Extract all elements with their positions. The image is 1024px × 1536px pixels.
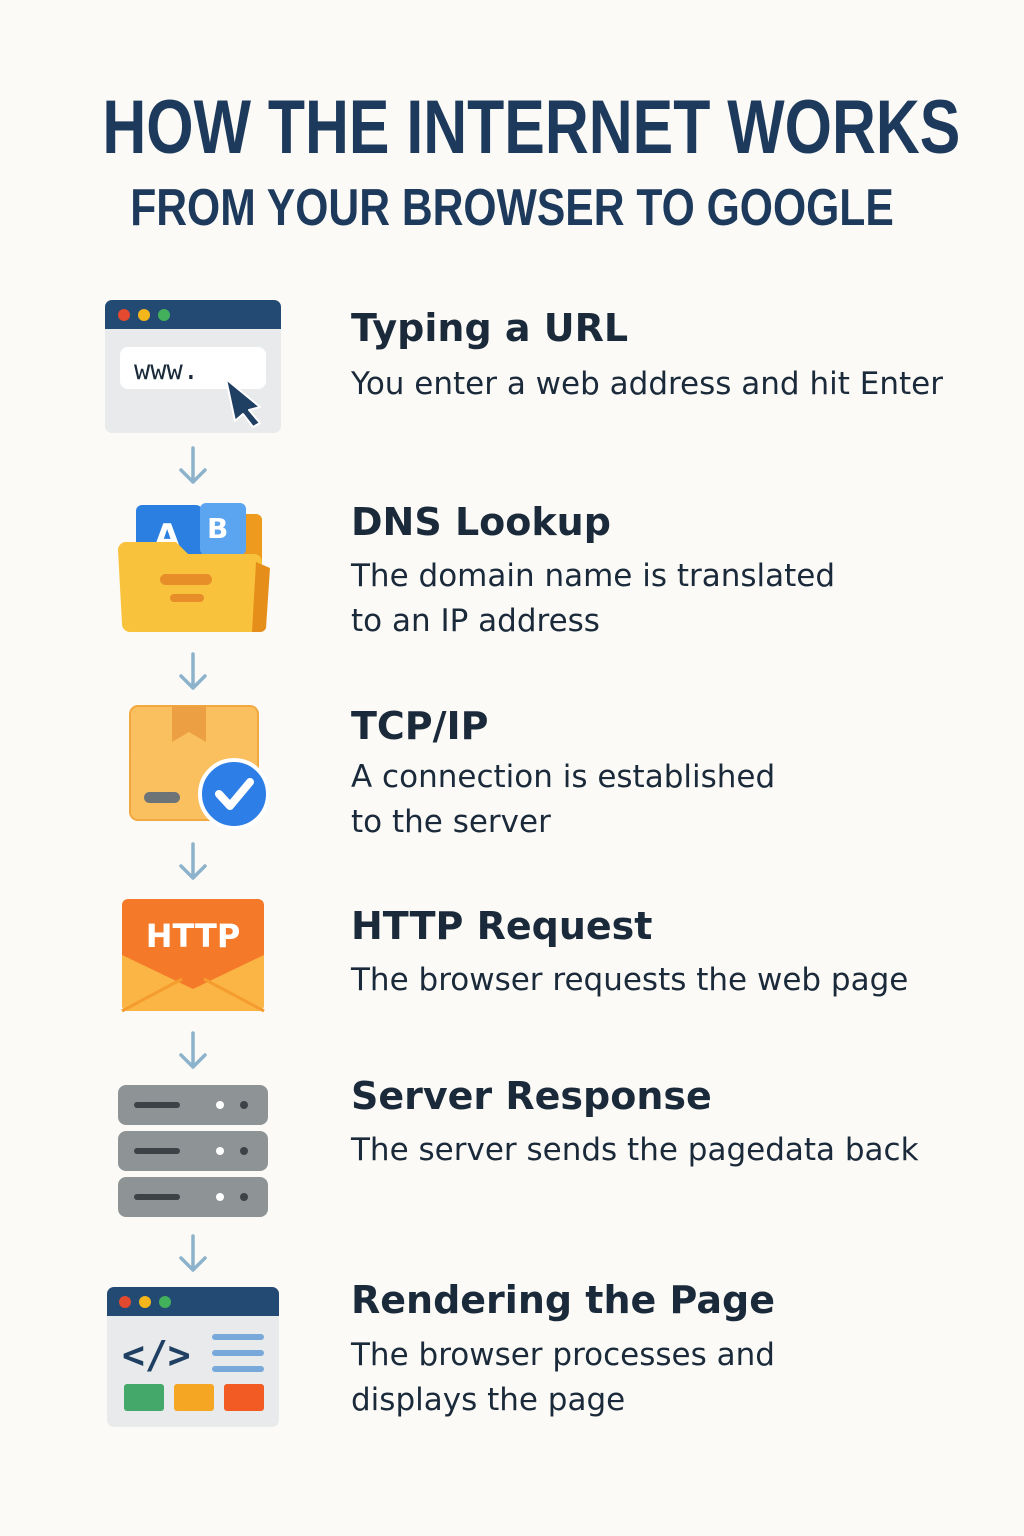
code-symbol: </> [122,1333,191,1377]
down-arrow-icon [179,1234,207,1272]
down-arrow-icon [179,652,207,690]
step-desc-rendering-page: The browser processes and displays the p… [351,1333,775,1423]
step-desc-line: to an IP address [351,603,600,639]
step-desc-line: displays the page [351,1382,626,1418]
step-desc-line: The browser processes and [351,1337,775,1373]
step-desc-line: The browser requests the web page [351,962,909,998]
browser-url-icon: www. [105,300,281,433]
step-desc-line: You enter a web address and hit Enter [351,366,943,402]
step-desc-http-request: The browser requests the web page [351,958,908,1003]
package-check-icon [129,705,270,830]
server-rack-icon [118,1085,268,1217]
page-subtitle: FROM YOUR BROWSER TO GOOGLE [130,179,894,237]
http-label: HTTP [146,917,241,955]
url-text: www. [134,355,199,386]
code-window-icon: </> [107,1287,279,1427]
step-desc-line: A connection is established [351,759,776,795]
step-desc-dns-lookup: The domain name is translated to an IP a… [351,554,835,644]
step-desc-typing-url: You enter a web address and hit Enter [351,362,943,407]
step-title-tcp-ip: TCP/IP [351,704,489,748]
down-arrow-icon [179,446,207,484]
http-envelope-icon: HTTP [121,899,265,1013]
step-desc-line: The server sends the pagedata back [351,1132,919,1168]
step-title-rendering-page: Rendering the Page [351,1278,775,1322]
step-desc-server-response: The server sends the pagedata back [351,1128,919,1173]
down-arrow-icon [179,1031,207,1069]
step-desc-line: to the server [351,804,551,840]
down-arrow-icon [179,842,207,880]
step-title-http-request: HTTP Request [351,904,653,948]
step-desc-tcp-ip: A connection is established to the serve… [351,755,775,845]
step-desc-line: The domain name is translated [351,558,836,594]
step-title-server-response: Server Response [351,1074,712,1118]
dns-letter-b: B [207,512,228,545]
step-title-typing-url: Typing a URL [351,306,629,350]
step-title-dns-lookup: DNS Lookup [351,500,611,544]
dns-folder-icon: A B [118,503,270,633]
page-title: HOW THE INTERNET WORKS [102,85,961,170]
